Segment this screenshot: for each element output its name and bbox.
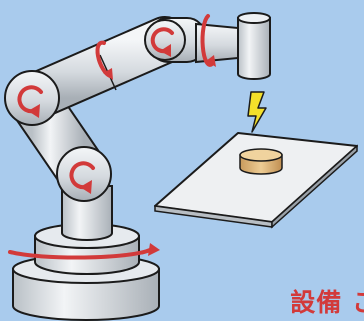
- robot-base: [12, 223, 160, 321]
- rotation-arrow-icon: [8, 243, 160, 260]
- rotation-arrow-icon: [17, 85, 43, 118]
- rotation-arrow-icon: [69, 161, 95, 194]
- end-effector: [237, 12, 271, 80]
- elbow-joint: [4, 70, 60, 126]
- caption-text: 設備 こ: [290, 288, 364, 317]
- rotation-arrow-icon: [150, 27, 174, 57]
- work-table-side: [271, 144, 358, 229]
- rotation-arrow-icon: [95, 40, 113, 80]
- rotation-arrow-icon: [200, 14, 216, 67]
- workpiece: [239, 148, 283, 175]
- robot-wrist: [144, 17, 239, 64]
- shoulder-joint: [56, 146, 112, 202]
- lightning-bolt-icon: [247, 91, 267, 133]
